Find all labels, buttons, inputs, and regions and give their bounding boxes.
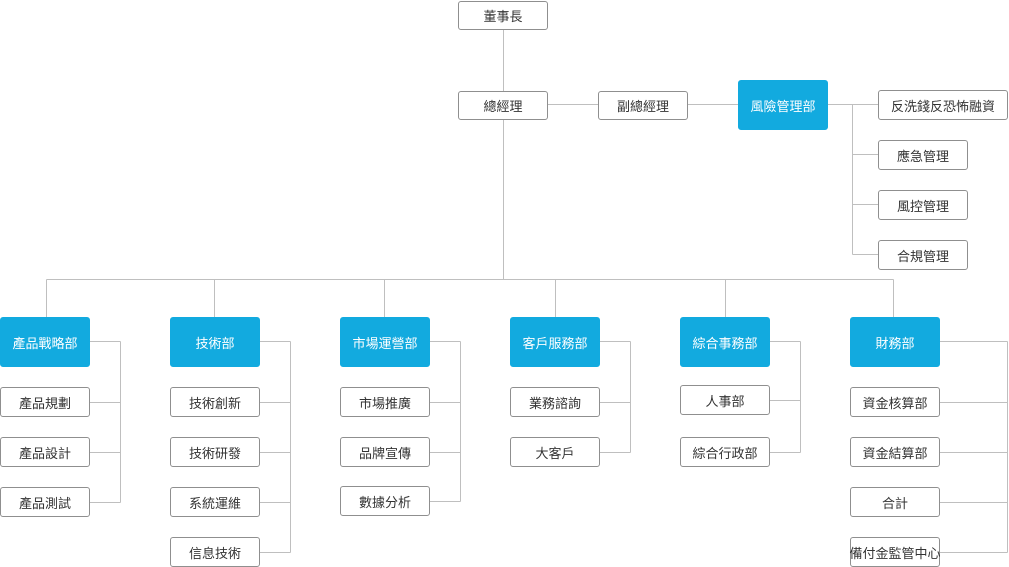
dept-product-strategy-item[interactable]: 產品設計 <box>0 437 90 467</box>
dept-technology-item[interactable]: 技術研發 <box>170 437 260 467</box>
dept-marketing-item[interactable]: 市場推廣 <box>340 387 430 417</box>
dept-general-affairs-item[interactable]: 人事部 <box>680 385 770 415</box>
risk-item-compliance[interactable]: 合規管理 <box>878 240 968 270</box>
dept-product-strategy-box[interactable]: 產品戰略部 <box>0 317 90 367</box>
dept-marketing-box[interactable]: 市場運營部 <box>340 317 430 367</box>
dept-product-strategy-item[interactable]: 產品規劃 <box>0 387 90 417</box>
dept-technology-item[interactable]: 信息技術 <box>170 537 260 567</box>
dept-customer-service-item[interactable]: 大客戶 <box>510 437 600 467</box>
dept-general-affairs-item[interactable]: 綜合行政部 <box>680 437 770 467</box>
dept-technology-item[interactable]: 技術創新 <box>170 387 260 417</box>
dept-finance-item[interactable]: 資金結算部 <box>850 437 940 467</box>
dept-technology-box[interactable]: 技術部 <box>170 317 260 367</box>
dept-product-strategy-item[interactable]: 產品測試 <box>0 487 90 517</box>
chairman-box[interactable]: 董事長 <box>458 1 548 30</box>
risk-item-emergency[interactable]: 應急管理 <box>878 140 968 170</box>
risk-item-risk-control[interactable]: 風控管理 <box>878 190 968 220</box>
dept-general-affairs-box[interactable]: 綜合事務部 <box>680 317 770 367</box>
dept-finance-box[interactable]: 財務部 <box>850 317 940 367</box>
dept-technology-item[interactable]: 系統運維 <box>170 487 260 517</box>
risk-item-aml[interactable]: 反洗錢反恐怖融資 <box>878 90 1008 120</box>
dept-finance-item[interactable]: 合計 <box>850 487 940 517</box>
risk-management-dept-box[interactable]: 風險管理部 <box>738 80 828 130</box>
dept-customer-service-item[interactable]: 業務諮詢 <box>510 387 600 417</box>
dept-finance-item[interactable]: 備付金監管中心 <box>850 537 941 567</box>
general-manager-box[interactable]: 總經理 <box>458 91 548 120</box>
dept-marketing-item[interactable]: 品牌宣傳 <box>340 437 430 467</box>
deputy-general-manager-box[interactable]: 副總經理 <box>598 91 688 120</box>
dept-customer-service-box[interactable]: 客戶服務部 <box>510 317 600 367</box>
dept-marketing-item[interactable]: 數據分析 <box>340 486 430 516</box>
dept-finance-item[interactable]: 資金核算部 <box>850 387 940 417</box>
